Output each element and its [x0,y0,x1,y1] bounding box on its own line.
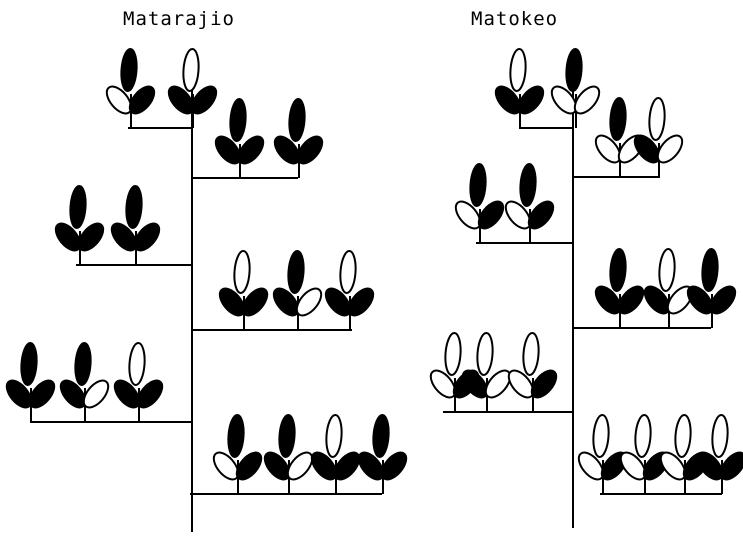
plant [102,49,159,128]
leaf-top [74,343,92,386]
leaf-top [287,251,305,294]
branch-left [2,343,192,422]
plant [110,343,167,422]
branch-right [190,415,411,494]
plant [307,415,364,494]
plant [354,415,411,494]
leaf-top [444,333,462,376]
leaf-top [278,415,296,458]
plant [693,415,743,494]
leaf-top [565,49,583,92]
leaf-top [674,415,692,458]
plant [209,415,266,494]
leaf-top [711,415,729,458]
panel-expected [2,49,411,532]
plant [51,186,108,265]
plant [630,98,687,177]
plant [451,164,508,243]
leaf-top [609,249,627,292]
plant [683,249,740,328]
panel-result [426,49,743,528]
plant [491,49,548,128]
leaf-top [227,415,245,458]
plant [211,99,268,178]
plant [107,186,164,265]
leaf-top [648,98,666,141]
plant [2,343,59,422]
leaf-top [20,343,38,386]
plant [591,249,648,328]
leaf-top [233,251,251,294]
plant [321,251,378,330]
plant [260,415,317,494]
plant [269,251,326,330]
plant [56,343,113,422]
leaf-top [325,415,343,458]
leaf-top [634,415,652,458]
plant [270,99,327,178]
plant [501,164,558,243]
plant [504,333,561,412]
leaf-top [522,333,540,376]
leaf-top [182,49,200,92]
leaf-top [592,415,610,458]
leaf-top [69,186,87,229]
plant [164,49,221,128]
plant [215,251,272,330]
leaf-top [372,415,390,458]
leaf-top [229,99,247,142]
leaf-top [701,249,719,292]
branch-left [51,186,192,265]
leaf-top [288,99,306,142]
branch-left [102,49,221,128]
branch-left [451,164,573,243]
leaf-top [125,186,143,229]
branch-right [574,415,743,494]
branch-right [192,99,327,178]
leaf-top [658,249,676,292]
plant [458,333,515,412]
leaf-top [609,98,627,141]
leaf-top [469,164,487,207]
plant [547,49,604,128]
branch-right [573,249,740,328]
leaf-top [519,164,537,207]
leaf-top [509,49,527,92]
leaf-top [339,251,357,294]
leaf-top [120,49,138,92]
leaf-top [476,333,494,376]
branch-right [192,251,378,330]
branch-left [426,333,573,412]
branch-left [491,49,604,128]
leaf-top [128,343,146,386]
